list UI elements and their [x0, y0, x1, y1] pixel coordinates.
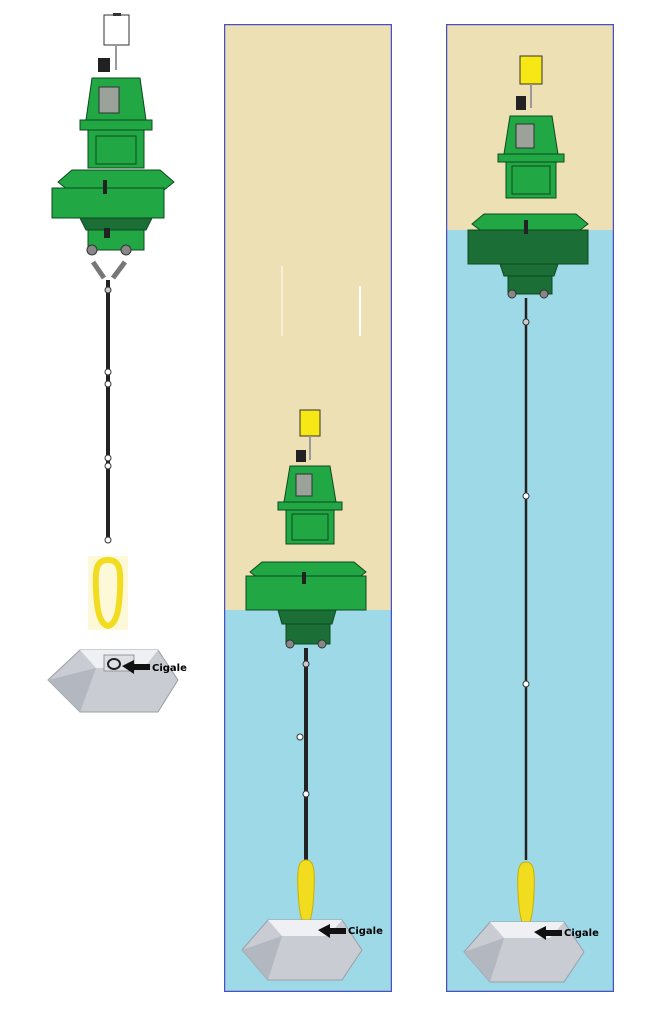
arrow-icon [318, 924, 346, 938]
high-water-diagram: Cigale [446, 24, 614, 992]
low-water-panel: Cigale [224, 24, 392, 992]
light-cap [113, 13, 121, 16]
concrete-anchor [241, 919, 363, 981]
arrow-icon [122, 660, 150, 674]
panel-frame [224, 24, 392, 992]
buoy-body [245, 450, 367, 649]
assembly-diagram: Cigale [47, 13, 187, 713]
shackle-right [111, 260, 127, 280]
strap-loop [92, 556, 124, 630]
low-water-diagram: Cigale [224, 24, 392, 992]
assembly-panel: Cigale [0, 0, 210, 720]
light-box [299, 409, 321, 437]
high-water-panel: Cigale [446, 24, 614, 992]
mooring-line [104, 280, 112, 544]
cigale-label-2: Cigale [348, 926, 383, 937]
panel-frame [446, 24, 614, 992]
mooring-line [522, 298, 530, 860]
shackle-left [90, 260, 107, 280]
concrete-anchor [47, 649, 179, 713]
arrow-icon [534, 926, 562, 940]
light-box [519, 55, 543, 85]
buoy-body [467, 96, 589, 299]
buoy-body [51, 58, 175, 256]
cigale-label-3: Cigale [564, 928, 599, 939]
cigale-label-1: Cigale [152, 663, 187, 674]
mooring-line [296, 648, 310, 860]
light-box [103, 14, 130, 46]
